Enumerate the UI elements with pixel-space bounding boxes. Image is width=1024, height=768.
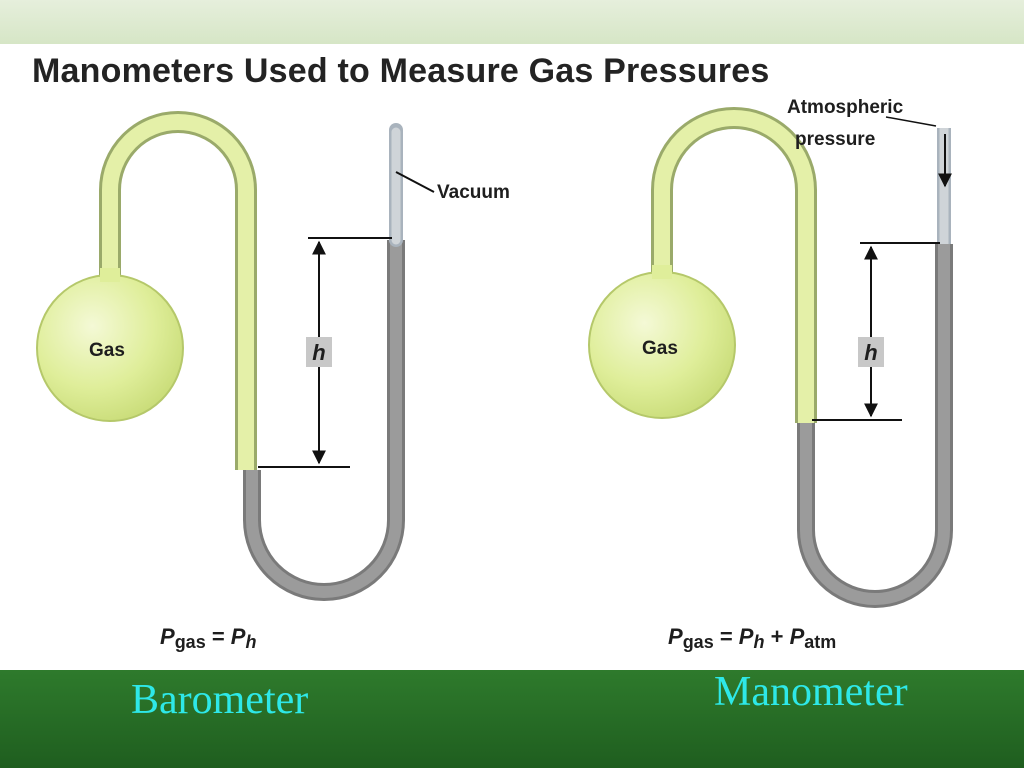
right-mercury	[800, 244, 950, 605]
atm-label-line1: Atmospheric	[787, 97, 904, 118]
manometer-caption: Manometer	[714, 669, 908, 715]
barometer-caption: Barometer	[131, 677, 309, 723]
right-bulb-label: Gas	[642, 338, 678, 359]
right-height-label: h	[864, 340, 877, 365]
right-height-label-box	[858, 337, 884, 367]
left-gas-tube	[102, 114, 254, 470]
right-gas-tube	[654, 110, 814, 423]
left-mercury	[246, 240, 402, 598]
vacuum-pointer-line	[395, 171, 435, 193]
right-mercury-outline	[797, 244, 953, 608]
top-band	[0, 0, 1024, 44]
atm-label-line2: pressure	[795, 129, 875, 150]
manometer-open-diagram: Gas h Atmospheric pressure Pgas = Ph + P…	[588, 97, 953, 652]
vacuum-label: Vacuum	[437, 182, 510, 203]
bottom-band	[0, 670, 1024, 768]
manometer-formula: Pgas = Ph + Patm	[668, 624, 836, 652]
left-height-label-box	[306, 337, 332, 367]
diagram-title: Manometers Used to Measure Gas Pressures	[32, 52, 770, 90]
barometer-diagram: Gas h Vacuum Pgas = Ph	[36, 111, 510, 652]
left-bulb-label: Gas	[89, 340, 125, 361]
atm-pointer-line	[885, 116, 937, 127]
barometer-formula: Pgas = Ph	[160, 624, 256, 652]
left-height-label: h	[312, 340, 325, 365]
left-mercury-outline	[243, 240, 405, 601]
